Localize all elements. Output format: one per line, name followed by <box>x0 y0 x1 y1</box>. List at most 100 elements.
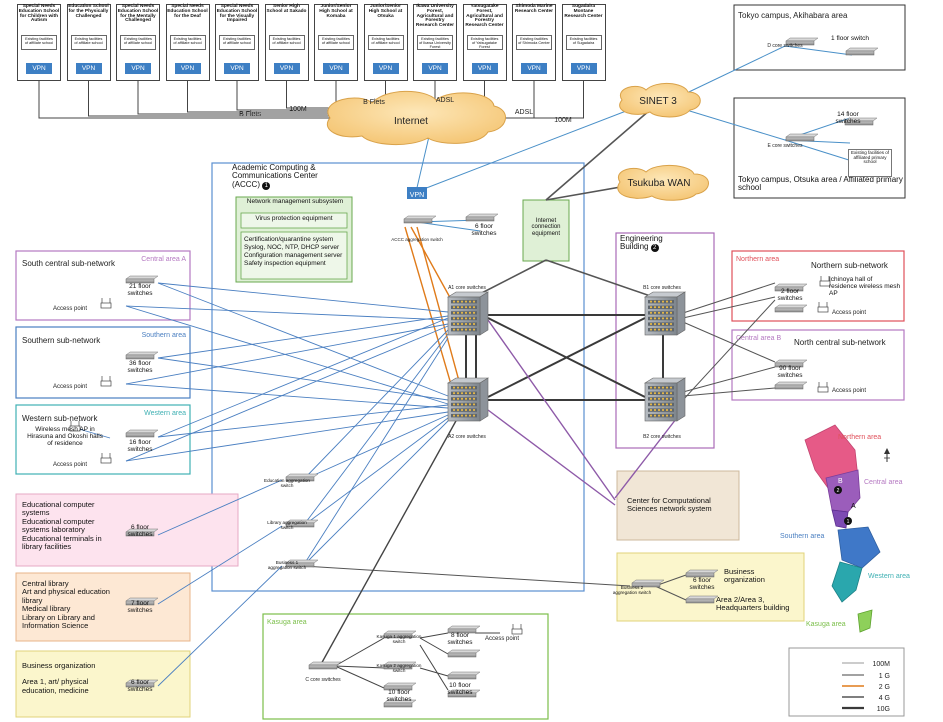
site-existing-note: Existing facilities of affiliate school <box>169 35 206 50</box>
vpn-link <box>286 80 330 109</box>
switch-label: 6 floor switches <box>471 223 497 237</box>
text-line: Educational computer systems <box>22 500 95 518</box>
vpn-link <box>495 80 584 119</box>
central-a-tag: Central area A <box>141 256 186 263</box>
business-box <box>15 650 191 718</box>
map-central-area <box>825 469 861 513</box>
site-name: Sugadaira Montane Research Center <box>564 4 603 19</box>
access-point-icon <box>100 298 112 309</box>
otsuka-title: Tokyo campus, Otsuka area / Affiliated p… <box>738 175 903 193</box>
map-southern-area <box>837 526 881 569</box>
floor-switch <box>383 699 417 708</box>
site-name: Junior/Senior High School at Otsuka <box>368 4 403 19</box>
vpn-lines <box>38 80 584 119</box>
site-vpn-badge: VPN <box>75 63 102 74</box>
floor-switch <box>125 679 159 688</box>
kasuga1-aggregation-switch <box>383 630 417 639</box>
southern-tag: Southern area <box>142 332 186 339</box>
legend-4g: 4 G <box>879 695 890 702</box>
text-line: Certification/quarantine system <box>244 236 334 243</box>
switch-label: 1 floor switch <box>831 35 869 42</box>
vpn-link <box>187 80 330 113</box>
switch-label: 8 floor switches <box>447 632 473 646</box>
switch-label: Library aggregation switch <box>267 520 307 530</box>
site-vpn-badge: VPN <box>174 63 201 74</box>
switch-label: 2 floor switches <box>777 288 803 302</box>
northern-title: Northern sub-network <box>811 261 889 270</box>
vpn-link <box>236 80 330 111</box>
legend-2g: 2 G <box>879 684 890 691</box>
sinet-label: SINET 3 <box>639 96 677 107</box>
floor-switch <box>774 381 808 390</box>
vpn-link <box>88 80 330 117</box>
switch-label: Kasuga 2 aggregation switch <box>376 663 422 673</box>
site-existing-note: Existing facilities of Sugadaira <box>565 35 602 50</box>
switch-label: 6 floor switches <box>127 524 153 538</box>
access-point-icon <box>819 276 831 287</box>
central-b-tag: Central area B <box>736 335 781 342</box>
accc-region <box>211 162 585 592</box>
site-vpn-badge: VPN <box>26 63 52 74</box>
business1-aggregation-switch <box>285 559 319 568</box>
vpn-link <box>137 80 330 115</box>
core-switch-e <box>785 133 819 142</box>
adsl-label-1: ADSL <box>436 97 454 104</box>
site-name: Special Needs Education School for the M… <box>117 4 159 24</box>
ap-label-1: Access point <box>53 306 87 312</box>
text-line: Educational computer systems laboratory <box>22 516 95 535</box>
ap-label-5: Access point <box>832 388 866 394</box>
core-switch-group <box>446 291 687 422</box>
switch-label: 6 floor switches <box>127 679 153 693</box>
legend-1g: 1 G <box>879 673 890 680</box>
100m-label-1: 100M <box>289 106 307 113</box>
ccs-box <box>616 470 740 541</box>
access-point-icon <box>817 382 829 393</box>
sinet-cloud <box>619 83 701 118</box>
a1-label: A1 core switches <box>448 285 486 291</box>
otsuka-existing: Existing facilities of affiliated primar… <box>848 149 892 177</box>
site-existing-note: Existing facilities of affiliate school <box>268 35 305 50</box>
kasuga-tag: Kasuga area <box>267 619 307 626</box>
site-existing-note: Existing facilities of Yatsugatake Fores… <box>466 35 503 50</box>
map-n2: 2 <box>837 488 840 494</box>
floor-switch <box>447 689 481 698</box>
central-a-box <box>15 250 191 321</box>
floor-switch <box>447 649 481 658</box>
vpn-link <box>38 80 330 119</box>
site-name: Special Needs Education School for Child… <box>18 4 60 24</box>
text-line: Central library <box>22 579 69 588</box>
floor-switch <box>465 213 499 222</box>
floor-switch <box>125 597 159 606</box>
business2-area: Area 2/Area 3, Headquarters building <box>716 595 790 612</box>
accc-title: Academic Computing & Communications Cent… <box>232 163 318 190</box>
kasuga2-aggregation-switch <box>383 661 417 670</box>
accc-aggregation-switch <box>403 215 437 224</box>
site-existing-note: Existing facilities of affiliate school <box>318 35 354 50</box>
accc-vpn-rect <box>407 187 427 199</box>
legend-100m: 100M <box>872 661 890 668</box>
floor-switch <box>685 595 719 604</box>
map-kasuga-label: Kasuga area <box>806 621 846 628</box>
site-vpn-badge: VPN <box>372 63 399 74</box>
floor-switch <box>125 528 159 537</box>
text-line: Syslog, NOC, NTP, DHCP server <box>244 244 340 251</box>
labels: Internet SINET 3 Tsukuba WAN B Flets 100… <box>22 11 910 713</box>
access-point-icon <box>817 302 829 313</box>
ccs-label: Center for Computational Sciences networ… <box>627 496 712 513</box>
switch-label: 10 floor switches <box>386 689 412 703</box>
site-name: Special Needs Education School for the D… <box>167 4 208 19</box>
switch-label: 6 floor switches <box>689 577 715 591</box>
text-line: Safety inspection equipment <box>244 260 326 267</box>
100m-label-2: 100M <box>554 117 572 124</box>
map-central-lower <box>831 509 849 529</box>
b1-core-switch <box>643 291 687 336</box>
floor-switch <box>125 275 159 284</box>
floor-switch <box>844 117 878 126</box>
switch-label: Business 1 aggregation switch <box>267 560 307 570</box>
site-existing-note: Existing facilities of Shimoda Center <box>516 35 552 50</box>
map-western-label: Western area <box>868 573 910 580</box>
b2-core-switch <box>643 377 687 422</box>
map-b-label: B <box>838 478 843 485</box>
